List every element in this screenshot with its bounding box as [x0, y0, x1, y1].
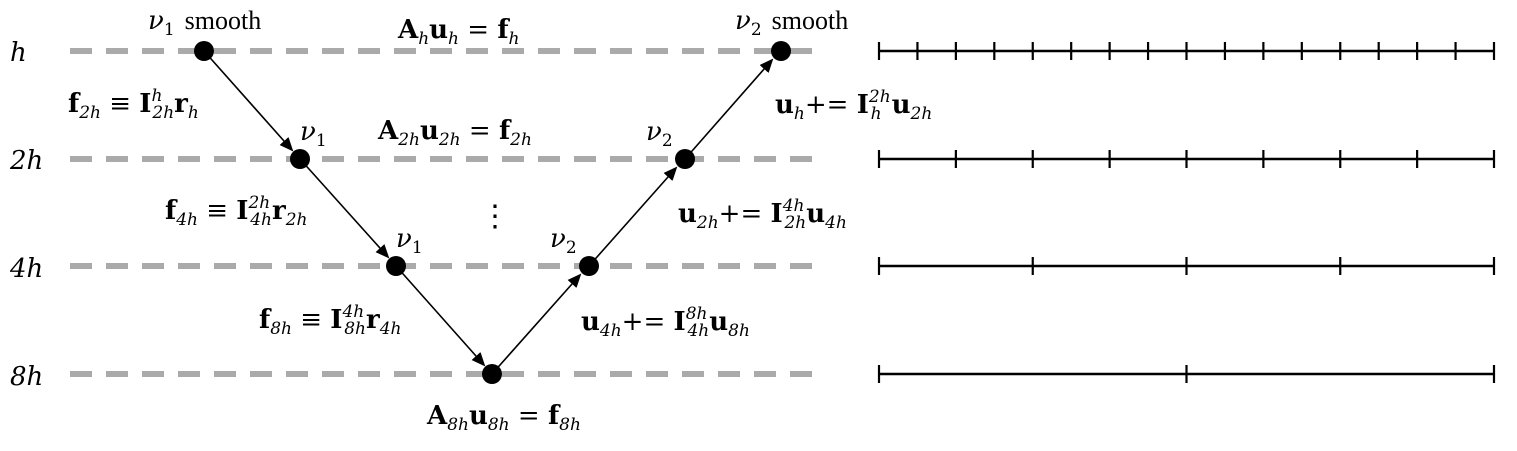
equation-level-8h: A8hu8h = f8h: [426, 401, 581, 435]
node-pre-h: [194, 41, 214, 61]
vertical-ellipsis: ⋮: [480, 199, 510, 234]
node-post-h: [771, 41, 791, 61]
level-label-2h: 2h: [9, 146, 43, 176]
prolong-arrow-4h-to-2h: [588, 166, 678, 267]
nu2-label-2h: ν2: [646, 117, 673, 151]
level-label-h: h: [10, 38, 27, 68]
node-post-2h: [675, 149, 695, 169]
level-label-8h: 8h: [10, 362, 43, 392]
node-coarsest-8h: [482, 364, 502, 384]
restrict-arrow-h-to-2h: [203, 50, 294, 152]
restrict-arrow-4h-to-8h: [395, 265, 486, 367]
node-pre-4h: [386, 256, 406, 276]
nu2-label-4h: ν2: [550, 224, 577, 258]
level-label-4h: 4h: [9, 254, 43, 284]
node-post-4h: [579, 256, 599, 276]
prolong-arrow-2h-to-h: [684, 58, 774, 160]
grid-hierarchy: [877, 42, 1496, 383]
prolong-arrow-8h-to-4h: [491, 273, 582, 375]
nu1-label-4h: ν1: [396, 224, 423, 258]
node-pre-2h: [290, 149, 310, 169]
restrict-arrow-2h-to-4h: [299, 158, 390, 259]
nu1-label-2h: ν1: [300, 117, 327, 151]
equation-level-h: Ahuh = fh: [397, 15, 519, 49]
equation-level-2h: A2hu2h = f2h: [377, 116, 532, 150]
